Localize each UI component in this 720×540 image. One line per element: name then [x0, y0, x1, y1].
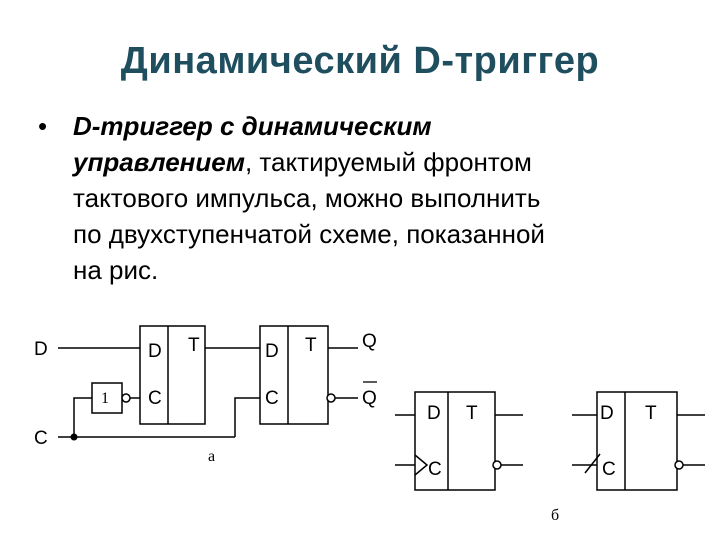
output-qbar-label: Q	[362, 388, 377, 409]
bullet-line-2-rest: , тактируемый фронтом	[244, 147, 532, 177]
b-ff2-c-label: C	[602, 459, 616, 480]
wire-c-to-inverter	[73, 397, 92, 437]
inverter-bubble	[121, 393, 131, 403]
bullet-emphasis-1: D-триггер с динамическим	[73, 111, 432, 141]
b-ff1-c-label: C	[428, 459, 442, 480]
b-ff1-inverted-output-bubble	[492, 460, 502, 470]
input-d-label: D	[34, 339, 48, 360]
bullet-line-1: D-триггер с динамическим	[73, 108, 673, 144]
bullet-emphasis-2: управлением	[73, 147, 245, 177]
b-ff2-d-label: D	[600, 403, 614, 424]
bullet-line-5: на рис.	[73, 255, 159, 285]
caption-b: б	[551, 507, 559, 524]
b-ff1-edge-triangle	[414, 454, 429, 476]
b-ff1-d-label: D	[427, 403, 441, 424]
ff2-d-label: D	[265, 341, 279, 362]
diagram-b-left	[395, 391, 523, 491]
bullet-line-3: тактового импульса, можно выполнить	[73, 183, 541, 213]
ff1-box	[139, 325, 206, 425]
caption-a: а	[208, 448, 215, 465]
bullet-text: D-триггер с динамическим управлением, та…	[73, 108, 673, 288]
bullet-line-4: по двухступенчатой схеме, показанной	[73, 219, 545, 249]
b-ff1-t-label: T	[466, 403, 478, 424]
output-q-label: Q	[362, 331, 377, 352]
ff2-c-label: C	[265, 388, 279, 409]
junction-dot	[70, 433, 78, 441]
ff1-d-label: D	[148, 341, 162, 362]
bullet-marker: •	[38, 111, 48, 141]
b-ff2-inverted-output-bubble	[674, 460, 684, 470]
wire-c-to-ff2	[234, 397, 260, 437]
b-ff1-box	[414, 391, 496, 491]
b-ff2-t-label: T	[645, 403, 657, 424]
b-ff2-box	[596, 391, 678, 491]
diagram-a-wires	[58, 347, 358, 438]
inverter-label: 1	[101, 390, 109, 407]
bullet-line-2: управлением, тактируемый фронтом	[73, 144, 673, 180]
slide-title: Динамический D-триггер	[120, 40, 600, 82]
ff2-t-label: T	[305, 335, 317, 356]
b-ff2-edge-slash	[584, 453, 601, 474]
ff2-inverted-output-bubble	[326, 393, 336, 403]
diagram-b-right	[572, 391, 705, 491]
ff1-t-label: T	[188, 335, 200, 356]
input-c-label: C	[34, 428, 48, 449]
ff1-c-label: C	[148, 388, 162, 409]
ff2-box	[259, 325, 329, 425]
